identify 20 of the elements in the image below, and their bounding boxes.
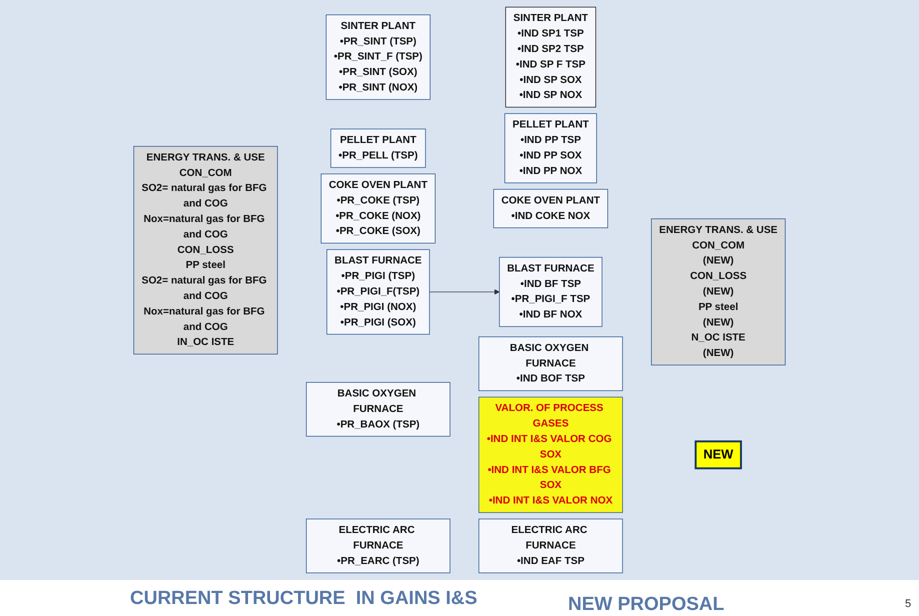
node-box: COKE OVEN PLANT •IND COKE NOX <box>493 188 608 228</box>
node-box: BASIC OXYGEN FURNACE •IND BOF TSP <box>478 336 623 392</box>
node-box: ELECTRIC ARC FURNACE •IND EAF TSP <box>478 518 623 574</box>
column-caption: NEW PROPOSAL <box>568 594 724 616</box>
page-number: 5 <box>905 598 912 610</box>
node-box: SINTER PLANT •PR_SINT (TSP) •PR_SINT_F (TSP) •PR_SINT (SOX) •PR_SINT (NOX) <box>326 14 430 100</box>
node-box: SINTER PLANT •IND SP1 TSP •IND SP2 TSP •IND SP F TSP •IND SP SOX •IND SP NOX <box>505 6 596 108</box>
node-box: ENERGY TRANS. & USE CON_COM (NEW) CON_LOSS (NEW) PP steel (NEW) N_OC ISTE (NEW) <box>651 218 786 366</box>
node-box: PELLET PLANT •PR_PELL (TSP) <box>330 128 426 168</box>
node-box: BLAST FURNACE •PR_PIGI (TSP) •PR_PIGI_F(TSP) •PR_PIGI (NOX) •PR_PIGI (SOX) <box>326 249 430 335</box>
column-caption: CURRENT STRUCTURE IN GAINS I&S <box>130 588 478 610</box>
arrow <box>429 289 500 295</box>
node-box: BASIC OXYGEN FURNACE •PR_BAOX (TSP) <box>306 382 450 437</box>
node-box: ELECTRIC ARC FURNACE •PR_EARC (TSP) <box>306 518 450 574</box>
node-box: PELLET PLANT •IND PP TSP •IND PP SOX •IND PP NOX <box>504 113 597 184</box>
node-box: VALOR. OF PROCESS GASES •IND INT I&S VALOR COG SOX •IND INT I&S VALOR BFG SOX •IND INT I&S VALOR NOX <box>478 396 623 513</box>
node-box: COKE OVEN PLANT •PR_COKE (TSP) •PR_COKE (NOX) •PR_COKE (SOX) <box>320 174 436 244</box>
node-box: BLAST FURNACE •IND BF TSP •PR_PIGI_F TSP •IND BF NOX <box>499 256 602 327</box>
node-box: ENERGY TRANS. & USE CON_COM SO2= natural gas for BFG and COG Nox=natural gas for BFG and COG CON_LOSS PP steel SO2= natural gas for BFG and COG Nox=natural gas for BFG and COG IN_OC ISTE <box>133 146 278 354</box>
node-box: NEW <box>694 440 742 470</box>
